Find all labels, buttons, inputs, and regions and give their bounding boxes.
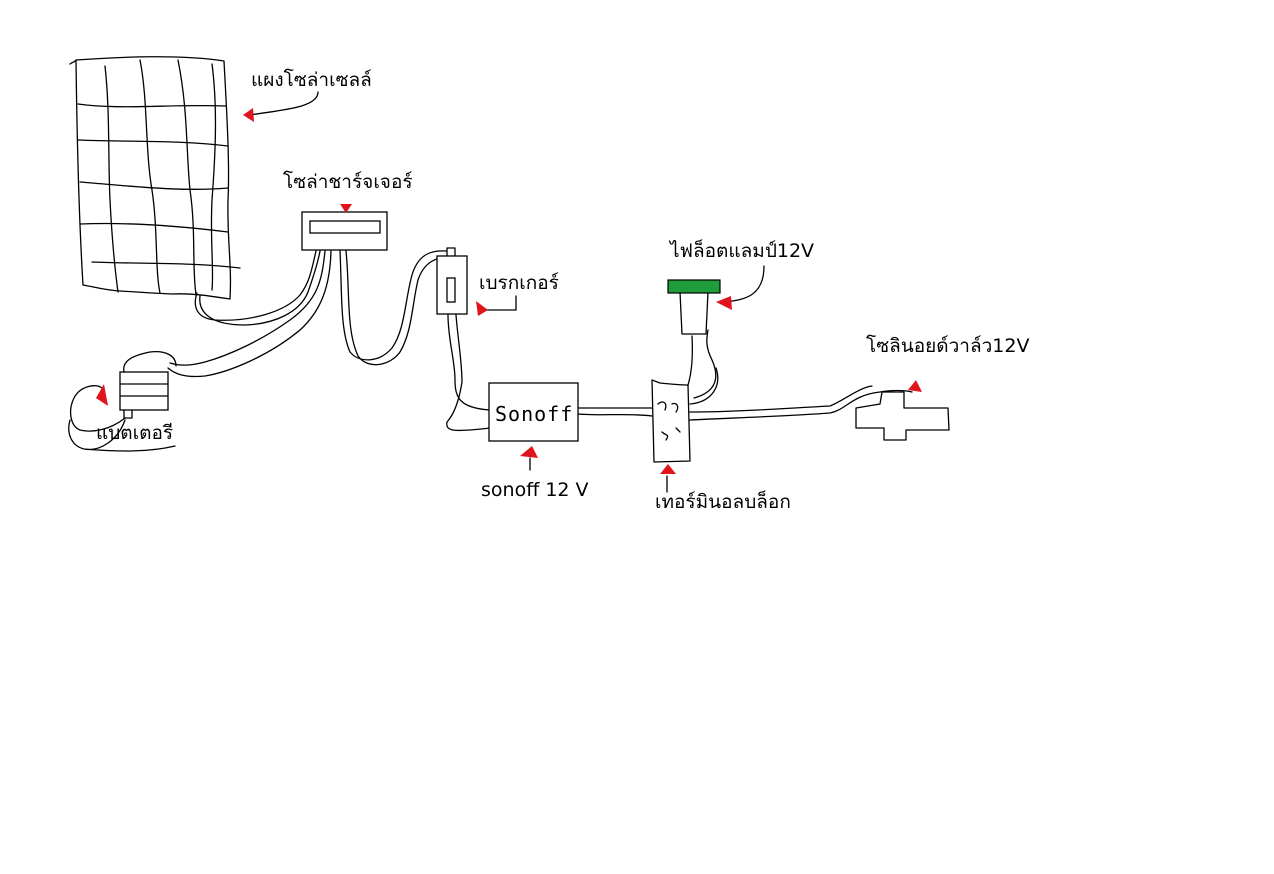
solar-panel: [69, 56, 241, 300]
pointer-solenoid: [908, 380, 922, 392]
label-breaker: เบรกเกอร์: [479, 272, 559, 294]
wire-breaker-sonoff-2: [446, 314, 491, 432]
battery-lead: [68, 350, 177, 452]
wire-charger-breaker-1: [339, 250, 447, 361]
wire-terminal-lamp-3: [689, 367, 719, 405]
sonoff-box-text: Sonoff: [495, 402, 574, 426]
wire-panel-charger-1: [194, 250, 317, 321]
battery: [68, 350, 177, 452]
sonoff-body: [488, 382, 579, 442]
wires: [167, 250, 913, 432]
pointer-sonoff: [520, 446, 538, 471]
battery-body: [119, 371, 169, 411]
breaker-switch: [446, 277, 456, 303]
pointer-charger: [340, 204, 352, 213]
solar-charger: [301, 211, 388, 251]
sonoff: [488, 382, 579, 442]
label-solenoid-valve: โซลินอยด์วาล์ว12V: [866, 335, 1030, 357]
wire-terminal-lamp-2: [693, 329, 717, 399]
pointer-lamp: [716, 265, 765, 310]
lamp-cap: [667, 279, 721, 294]
wire-breaker-sonoff-1: [447, 314, 491, 411]
pointer-terminal: [660, 464, 676, 493]
wire-terminal-solenoid-2: [689, 389, 913, 421]
pointer-solar-panel: [243, 91, 319, 122]
pointer-battery: [96, 384, 108, 406]
charger-display: [309, 220, 381, 234]
wire-terminal-lamp-1: [687, 335, 694, 386]
label-terminal-block: เทอร์มินอลบล็อก: [655, 491, 791, 513]
wire-charger-battery-1: [169, 250, 326, 366]
lamp-body: [679, 291, 709, 335]
wire-sonoff-terminal-2: [577, 413, 653, 417]
solar-panel-outline: [69, 56, 232, 300]
wire-panel-charger-2: [199, 250, 321, 326]
pilot-lamp: [667, 279, 721, 335]
breaker: [436, 247, 468, 315]
label-sonoff: sonoff 12 V: [481, 479, 589, 501]
pointers: [96, 91, 922, 493]
terminal-block-outline: [651, 379, 691, 463]
solenoid-valve: [855, 391, 950, 441]
label-solar-panel: แผงโซล่าเซลล์: [251, 69, 372, 91]
label-battery: แบตเตอรี: [96, 422, 174, 444]
terminal-block: [651, 379, 691, 463]
label-solar-charger: โซล่าชาร์จเจอร์: [283, 171, 413, 193]
valve-outline: [855, 391, 950, 441]
label-pilot-lamp: ไฟล็อตแลมป์12V: [670, 240, 815, 262]
pointer-breaker: [476, 295, 517, 316]
wire-charger-breaker-2: [345, 250, 453, 366]
wire-terminal-solenoid-1: [689, 385, 873, 413]
wire-charger-battery-2: [167, 250, 332, 378]
